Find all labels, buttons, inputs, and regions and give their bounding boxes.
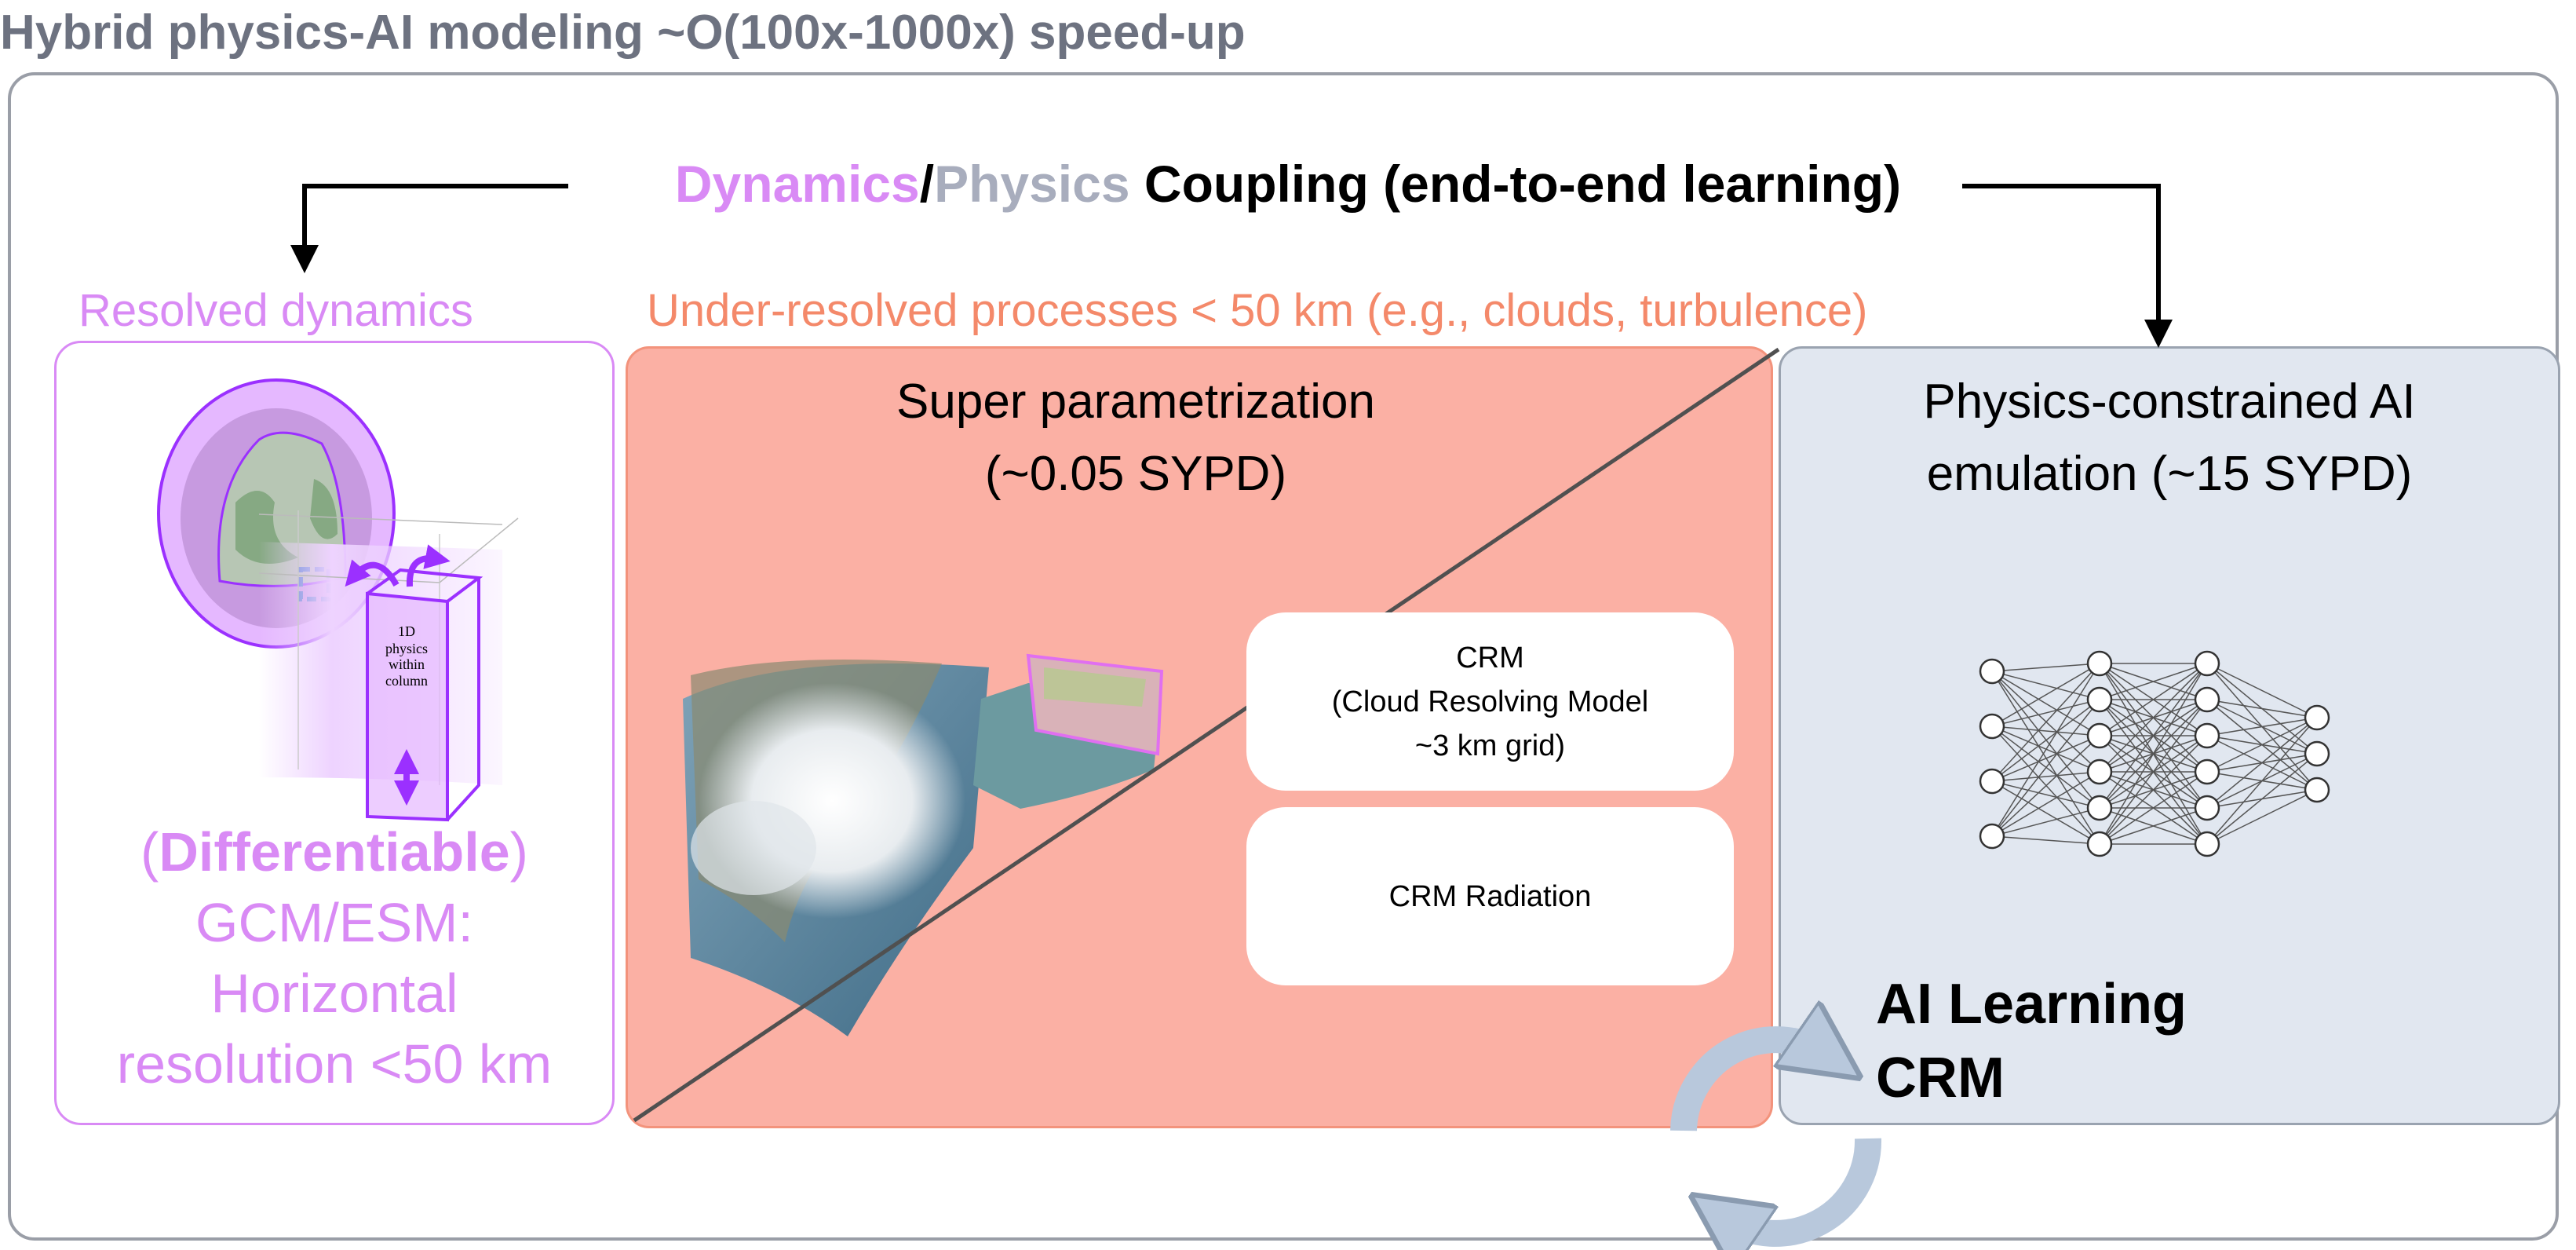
coupling-arrow-left: [290, 184, 568, 273]
nn-edge: [1991, 835, 2100, 845]
crm-line1: CRM: [1456, 641, 1524, 674]
column-text-4: column: [385, 673, 428, 689]
coupling-text: Coupling (end-to-end learning): [1129, 155, 1902, 213]
atmospheric-column-icon: 1D physics within column: [258, 510, 519, 822]
nn-edge: [1991, 807, 2100, 837]
gcm-line2: Horizontal: [210, 963, 458, 1024]
nn-edge: [1991, 699, 2100, 837]
nn-node: [2194, 758, 2220, 785]
nn-node: [1979, 658, 2005, 685]
nn-node: [2304, 740, 2330, 767]
nn-edge: [2206, 717, 2318, 736]
nn-edge: [1991, 780, 2100, 809]
nn-edge: [1991, 663, 2100, 837]
ai-learning-line2: CRM: [1876, 1047, 2005, 1109]
nn-node: [2086, 722, 2113, 749]
ai-emulation-line2: emulation (~15 SYPD): [1926, 447, 2413, 501]
nn-edge: [2099, 663, 2208, 773]
nn-edge: [2099, 699, 2208, 845]
gcm-line3: resolution <50 km: [116, 1033, 553, 1095]
super-parametrization-line2: (~0.05 SYPD): [984, 447, 1287, 501]
under-resolved-label: Under-resolved processes < 50 km (e.g., …: [647, 285, 1868, 336]
nn-edge: [1991, 726, 2100, 736]
nn-edge: [2099, 663, 2208, 736]
resolved-dynamics-label: Resolved dynamics: [78, 285, 473, 336]
nn-node: [2304, 777, 2330, 803]
nn-edge: [2206, 717, 2318, 845]
super-parametrization-title: Super parametrization (~0.05 SYPD): [626, 366, 1646, 510]
nn-node: [2086, 795, 2113, 821]
column-text-3: within: [389, 656, 425, 672]
nn-node: [2086, 831, 2113, 857]
nn-node: [1979, 823, 2005, 850]
nn-edge: [2206, 717, 2318, 809]
diagonal-divider: [633, 347, 1780, 1123]
nn-edge: [1991, 663, 2100, 672]
nn-edge: [1991, 671, 2100, 700]
paren-open: (: [140, 821, 159, 883]
nn-node: [2194, 650, 2220, 677]
coupling-heading: Dynamics/Physics Coupling (end-to-end le…: [0, 154, 2576, 214]
nn-node: [2086, 758, 2113, 785]
nn-node: [2194, 831, 2220, 857]
ai-learning-crm-label: AI Learning CRM: [1876, 967, 2187, 1115]
column-text-1: 1D: [398, 623, 415, 639]
cloud-satellite-image: [683, 653, 1164, 1036]
crm-box: CRM (Cloud Resolving Model ~3 km grid): [1246, 612, 1734, 791]
ai-learning-line1: AI Learning: [1876, 973, 2187, 1036]
crm-radiation-label: CRM Radiation: [1388, 879, 1592, 913]
nn-edge: [1991, 780, 2100, 845]
nn-edge: [2206, 789, 2318, 845]
nn-edge: [1991, 699, 2100, 727]
nn-edge: [2206, 717, 2318, 773]
gcm-description: (Differentiable) GCM/ESM: Horizontal res…: [54, 817, 615, 1099]
nn-edge: [2206, 663, 2318, 718]
nn-edge: [2099, 663, 2208, 845]
nn-node: [1979, 713, 2005, 740]
nn-node: [2086, 650, 2113, 677]
nn-edge: [2206, 753, 2318, 845]
nn-edge: [2099, 735, 2208, 845]
gcm-line1: GCM/ESM:: [195, 892, 473, 953]
nn-edge: [1991, 663, 2100, 782]
paren-close: ): [509, 821, 528, 883]
nn-node: [2194, 795, 2220, 821]
coupling-arrow-right: [1962, 184, 2173, 348]
nn-edge: [2206, 699, 2318, 718]
neural-network-icon: [1979, 650, 2330, 857]
nn-node: [1979, 768, 2005, 795]
nn-edge: [1991, 699, 2100, 782]
nn-edge: [1991, 663, 2100, 727]
nn-edge: [1991, 771, 2100, 837]
nn-edge: [1991, 771, 2100, 782]
crm-radiation-box: CRM Radiation: [1246, 807, 1734, 985]
column-text-2: physics: [385, 641, 428, 656]
ai-emulation-title: Physics-constrained AI emulation (~15 SY…: [1779, 366, 2560, 510]
figure-title: Hybrid physics-AI modeling ~O(100x-1000x…: [0, 5, 1246, 60]
nn-edge: [1991, 671, 2100, 809]
nn-node: [2086, 686, 2113, 713]
nn-edge: [1991, 735, 2100, 782]
nn-edge: [1991, 671, 2100, 845]
nn-node: [2194, 686, 2220, 713]
nn-edge: [1991, 671, 2100, 736]
slash: /: [919, 155, 935, 213]
differentiable-word: Differentiable: [159, 821, 510, 883]
nn-node: [2304, 704, 2330, 731]
physics-word: Physics: [934, 155, 1130, 213]
nn-edge: [2099, 663, 2208, 809]
nn-edge: [1991, 735, 2100, 837]
dynamics-word: Dynamics: [674, 155, 920, 213]
ai-emulation-line1: Physics-constrained AI: [1923, 375, 2416, 429]
nn-edge: [2099, 807, 2208, 845]
crm-line2: (Cloud Resolving Model: [1331, 685, 1649, 718]
nn-edge: [2099, 663, 2208, 700]
cycle-arrows-icon: [1670, 1040, 1882, 1234]
nn-edge: [2099, 771, 2208, 845]
super-parametrization-line1: Super parametrization: [896, 375, 1375, 429]
nn-node: [2194, 722, 2220, 749]
crm-line3: ~3 km grid): [1414, 729, 1566, 762]
